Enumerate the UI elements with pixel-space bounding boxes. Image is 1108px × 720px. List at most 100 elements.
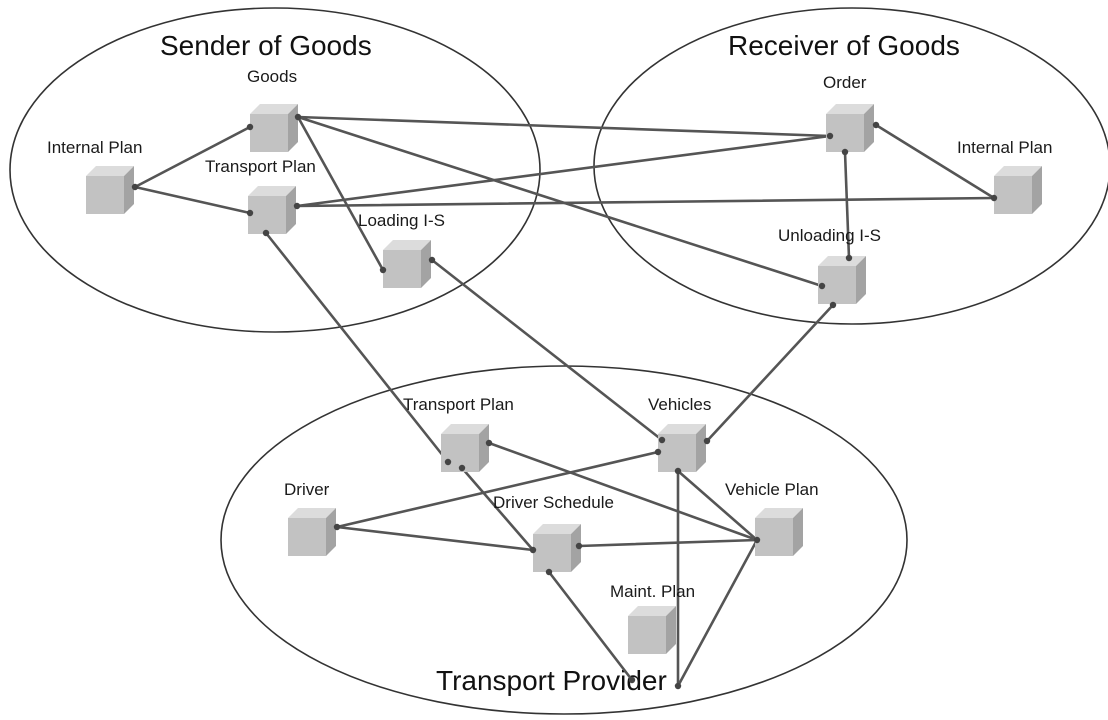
connection-dot xyxy=(826,132,834,140)
cube-top-face xyxy=(383,240,431,250)
cube-top-face xyxy=(86,166,134,176)
unloading-is-label: Unloading I-S xyxy=(778,226,881,245)
cube-top-face xyxy=(658,424,706,434)
sender-of-goods-zone xyxy=(9,7,541,333)
link-provider-transport-plan-vehicle-plan xyxy=(487,441,759,542)
loading-is-label: Loading I-S xyxy=(358,211,445,230)
connection-dot xyxy=(246,123,254,131)
unloading-is-node[interactable] xyxy=(818,256,866,304)
connection-dot xyxy=(818,282,826,290)
goods-node[interactable] xyxy=(250,104,298,152)
link-loading-is-vehicles xyxy=(430,258,664,442)
connection-dot xyxy=(485,439,493,447)
cube-front-face xyxy=(288,518,326,556)
link-driver-schedule-vehicle-plan xyxy=(577,538,759,548)
connection-dot xyxy=(444,458,452,466)
driver-node[interactable] xyxy=(288,508,336,556)
cube-front-face xyxy=(826,114,864,152)
connection-dots xyxy=(131,113,998,690)
loading-is-node[interactable] xyxy=(383,240,431,288)
link-vehicles-driver xyxy=(335,450,660,529)
maint-plan-node[interactable] xyxy=(628,606,676,654)
provider-transport-plan-label: Transport Plan xyxy=(403,395,514,414)
connection-dot xyxy=(674,467,682,475)
connection-dot xyxy=(654,448,662,456)
transport-provider-zone xyxy=(220,365,908,715)
connection-dot xyxy=(829,301,837,309)
sender-transport-plan-node[interactable] xyxy=(248,186,296,234)
maint-plan-label: Maint. Plan xyxy=(610,582,695,601)
cube-side-face xyxy=(326,508,336,556)
vehicle-plan-label: Vehicle Plan xyxy=(725,480,819,499)
connection-dot xyxy=(658,436,666,444)
vehicles-label: Vehicles xyxy=(648,395,711,414)
order-node[interactable] xyxy=(826,104,874,152)
link-sender-internal-plan-sender-transport-plan xyxy=(133,185,252,215)
cube-front-face xyxy=(994,176,1032,214)
receiver-of-goods-title: Receiver of Goods xyxy=(728,30,960,61)
connection-dot xyxy=(872,121,880,129)
link-order-unloading-is xyxy=(843,150,851,260)
cube-top-face xyxy=(818,256,866,266)
link-sender-transport-plan-receiver-internal-plan xyxy=(295,196,996,208)
connection-dot xyxy=(545,568,553,576)
link-goods-sender-internal-plan xyxy=(133,125,252,189)
cube-front-face xyxy=(533,534,571,572)
link-driver-schedule-maint-plan xyxy=(547,570,634,682)
links xyxy=(133,115,996,688)
connection-dot xyxy=(262,229,270,237)
link-unloading-is-vehicles xyxy=(705,303,835,443)
vehicle-plan-node[interactable] xyxy=(755,508,803,556)
cube-front-face xyxy=(86,176,124,214)
sender-transport-plan-label: Transport Plan xyxy=(205,157,316,176)
cube-top-face xyxy=(250,104,298,114)
cube-side-face xyxy=(793,508,803,556)
connection-dot xyxy=(294,113,302,121)
cube-top-face xyxy=(826,104,874,114)
receiver-internal-plan-label: Internal Plan xyxy=(957,138,1052,157)
order-label: Order xyxy=(823,73,867,92)
link-sender-transport-plan-provider-transport-plan xyxy=(264,231,450,464)
connection-dot xyxy=(753,536,761,544)
connection-dot xyxy=(246,209,254,217)
cube-side-face xyxy=(666,606,676,654)
connection-dot xyxy=(379,266,387,274)
cube-front-face xyxy=(248,196,286,234)
link-order-receiver-internal-plan xyxy=(874,123,996,200)
link-sender-transport-plan-order xyxy=(295,134,832,208)
driver-label: Driver xyxy=(284,480,330,499)
vehicles-node[interactable] xyxy=(658,424,706,472)
cube-side-face xyxy=(856,256,866,304)
receiver-internal-plan-node[interactable] xyxy=(994,166,1042,214)
connection-dot xyxy=(703,437,711,445)
cube-side-face xyxy=(421,240,431,288)
driver-schedule-label: Driver Schedule xyxy=(493,493,614,512)
cube-side-face xyxy=(124,166,134,214)
connection-dot xyxy=(628,676,636,684)
link-vehicles-vehicle-plan xyxy=(676,469,759,542)
connection-dot xyxy=(428,256,436,264)
cube-side-face xyxy=(286,186,296,234)
cube-front-face xyxy=(658,434,696,472)
connection-dot xyxy=(845,254,853,262)
cube-side-face xyxy=(479,424,489,472)
sender-internal-plan-node[interactable] xyxy=(86,166,134,214)
cube-side-face xyxy=(864,104,874,152)
cube-side-face xyxy=(1032,166,1042,214)
cube-top-face xyxy=(533,524,581,534)
driver-schedule-node[interactable] xyxy=(533,524,581,572)
connection-dot xyxy=(990,194,998,202)
sender-internal-plan-label: Internal Plan xyxy=(47,138,142,157)
transport-provider-title: Transport Provider xyxy=(436,665,667,696)
cube-top-face xyxy=(441,424,489,434)
link-goods-loading-is xyxy=(296,115,385,272)
connection-dot xyxy=(841,148,849,156)
connection-dot xyxy=(293,202,301,210)
cube-side-face xyxy=(696,424,706,472)
link-provider-transport-plan-driver-schedule xyxy=(460,466,535,552)
connection-dot xyxy=(674,682,682,690)
link-driver-driver-schedule xyxy=(335,525,535,552)
cube-front-face xyxy=(818,266,856,304)
connection-dot xyxy=(458,464,466,472)
